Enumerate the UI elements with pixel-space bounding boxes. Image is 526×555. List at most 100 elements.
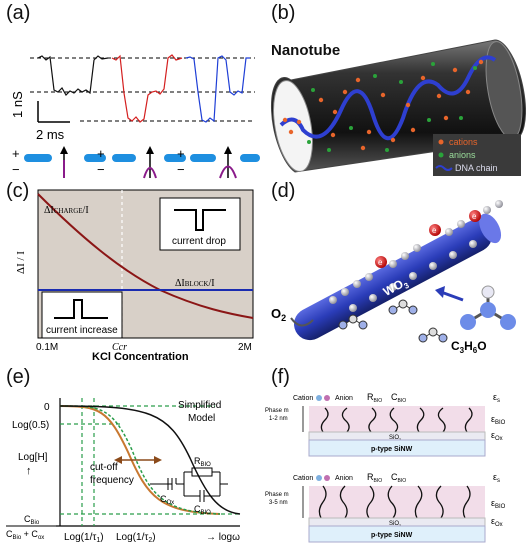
f-top-schematic: Cation Anion RBIO CBIO εs Phase m 1-2 nm…	[265, 392, 506, 457]
f-bottom-sinw	[308, 525, 486, 543]
svg-text:e: e	[432, 226, 437, 235]
frac-den: CBio + Cox	[6, 529, 44, 541]
svg-text:Phase m: Phase m	[265, 408, 289, 414]
svg-text:−: −	[177, 162, 185, 177]
svg-text:p-type SiNW: p-type SiNW	[371, 446, 413, 453]
legend-dna-text: DNA chain	[455, 163, 498, 173]
acetone-molecule	[460, 285, 516, 330]
panel-c-label: (c)	[6, 180, 30, 202]
adsorption-arrow	[440, 290, 464, 302]
trace-red	[111, 54, 183, 123]
panel-d: (d) e e e	[263, 180, 526, 360]
o2-arrow	[290, 317, 314, 327]
charge-curve	[37, 193, 254, 319]
panel-d-label: (d)	[271, 180, 296, 202]
cutoff-text-2: frequency	[90, 475, 134, 486]
e-xtick-0: Log(1/τ1)	[64, 532, 104, 544]
cutoff-text-1: cut-off	[90, 462, 118, 473]
device-schematic-2: + −	[97, 146, 186, 179]
c-x-axis: KCl Concentration	[92, 351, 189, 360]
panel-e: (e) cut-off frequency Simplified Model	[0, 362, 263, 550]
annot-block: ΔIBLOCK/I	[175, 278, 215, 289]
trace-blue	[185, 55, 250, 123]
svg-text:εBIO: εBIO	[491, 414, 506, 426]
cations-dots	[282, 59, 484, 151]
panel-e-label: (e)	[6, 366, 31, 388]
e-y-arrow: ↑	[26, 465, 32, 477]
f-top-sinw	[308, 439, 486, 457]
e-ytick-0: 0	[44, 402, 50, 413]
legend-cations-icon	[438, 139, 444, 145]
panel-d-figure: e e e WO3 O2	[271, 200, 516, 355]
annot-charge: ΔICHARGE/I	[44, 205, 89, 216]
panel-f-figure: Cation Anion RBIO CBIO εs Phase m 1-2 nm…	[265, 392, 506, 543]
svg-text:Anion: Anion	[335, 395, 353, 402]
panel-b: (b) Nanotube	[263, 0, 526, 180]
e-ytick-1: Log(0.5)	[12, 420, 49, 431]
model-text-2: Model	[188, 413, 215, 424]
response-curve-2	[59, 405, 221, 515]
current-drop-text: current drop	[172, 236, 226, 247]
svg-text:+: +	[97, 146, 105, 161]
svg-text:−: −	[97, 162, 105, 177]
svg-text:RBIO: RBIO	[367, 472, 382, 484]
panel-c-figure: ΔICHARGE/I ΔIBLOCK/I current drop curren…	[15, 189, 254, 363]
wo3-nanorod	[294, 213, 502, 341]
panel-e-figure: cut-off frequency Simplified Model RBIO …	[6, 398, 240, 544]
svg-text:p-type SiNW: p-type SiNW	[371, 532, 413, 539]
svg-text:εs: εs	[493, 392, 500, 404]
circuit-diagram	[150, 467, 228, 502]
e-xtick-1: Log(1/τ2)	[116, 532, 156, 544]
svg-text:Cation: Cation	[293, 395, 313, 402]
panel-b-figure: cations anions DNA chain	[270, 39, 526, 176]
scale-time-text: 2 ms	[36, 127, 65, 142]
c-xtick-0: 0.1M	[36, 342, 58, 353]
svg-text:εs: εs	[493, 472, 500, 484]
panel-a-label: (a)	[6, 2, 31, 24]
current-increase-text: current increase	[46, 325, 118, 336]
panel-c: (c) ΔICHARGE/I ΔIBLOCK/I current drop cu…	[0, 180, 263, 363]
current-drop-box	[159, 197, 241, 251]
legend-anions-icon	[438, 152, 444, 158]
panel-f: (f) Cation Anion RBIO CBIO εs Phase m 1-…	[263, 362, 526, 550]
device-schematic-3: + −	[177, 146, 260, 179]
legend-anions-text: anions	[449, 150, 476, 160]
e-x-axis-label: → logω	[206, 532, 240, 543]
frac-num: CBio	[24, 514, 40, 526]
svg-text:3-5 nm: 3-5 nm	[269, 500, 288, 506]
svg-text:1-2 nm: 1-2 nm	[269, 416, 288, 422]
o2-label: O2	[271, 306, 286, 323]
nanotube-title: Nanotube	[271, 42, 341, 59]
current-drop-glyph	[174, 209, 226, 231]
panel-a: (a) 1 nS 2 ms + − + −	[0, 0, 263, 180]
free-molecules	[338, 299, 448, 343]
f-bottom-schematic: Cation Anion RBIO CBIO εs Phase m 3-5 nm…	[265, 472, 506, 543]
anions-dots	[307, 62, 477, 152]
svg-text:Anion: Anion	[335, 475, 353, 482]
electrons: e e e	[375, 210, 481, 268]
svg-text:εOx: εOx	[491, 516, 503, 528]
svg-text:CBIO: CBIO	[391, 392, 406, 404]
legend-dna-icon	[435, 165, 453, 171]
trace-black	[37, 55, 109, 96]
svg-text:+: +	[177, 146, 185, 161]
e-y-axis-label: Log[H]	[18, 452, 48, 463]
svg-text:RBIO: RBIO	[367, 392, 382, 404]
f-bottom-bio-layer	[309, 486, 485, 518]
svg-text:Cation: Cation	[293, 475, 313, 482]
rbio-label: RBIO	[194, 456, 211, 468]
svg-text:Phase m: Phase m	[265, 492, 289, 498]
device-schematic-1: + −	[12, 146, 106, 178]
svg-text:εOx: εOx	[491, 430, 503, 442]
svg-text:e: e	[472, 212, 477, 221]
cox-label: COx	[160, 494, 174, 506]
scale-current-text: 1 nS	[10, 91, 25, 118]
nanotube-opening	[273, 80, 313, 172]
dna-chain	[279, 55, 497, 141]
panel-f-label: (f)	[271, 366, 290, 388]
panel-b-label: (b)	[271, 2, 296, 24]
svg-text:−: −	[12, 162, 20, 177]
acetone-label: C3H6O	[451, 339, 487, 355]
legend-cations-text: cations	[449, 137, 478, 147]
current-increase-glyph	[54, 299, 108, 319]
